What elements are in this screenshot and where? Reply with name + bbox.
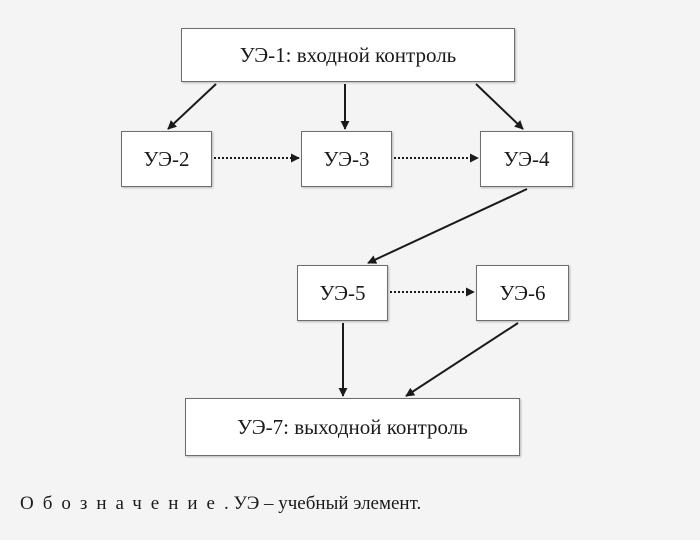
arrow-ue6-ue7 — [405, 322, 519, 397]
legend-term: Обозначение — [20, 493, 224, 514]
node-ue6: УЭ-6 — [476, 265, 569, 321]
arrow-ue1-ue2 — [167, 83, 217, 130]
node-ue5: УЭ-5 — [297, 265, 388, 321]
node-ue3: УЭ-3 — [301, 131, 392, 187]
arrow-ue1-ue4 — [475, 83, 524, 130]
legend-note: Обозначение. УЭ – учебный элемент. — [20, 493, 421, 515]
legend-text: . УЭ – учебный элемент. — [224, 493, 422, 514]
node-ue1-input-control: УЭ-1: входной контроль — [181, 28, 515, 82]
node-ue2: УЭ-2 — [121, 131, 212, 187]
node-ue4: УЭ-4 — [480, 131, 573, 187]
node-ue7-output-control: УЭ-7: выходной контроль — [185, 398, 520, 456]
arrow-ue4-ue5 — [367, 188, 528, 264]
